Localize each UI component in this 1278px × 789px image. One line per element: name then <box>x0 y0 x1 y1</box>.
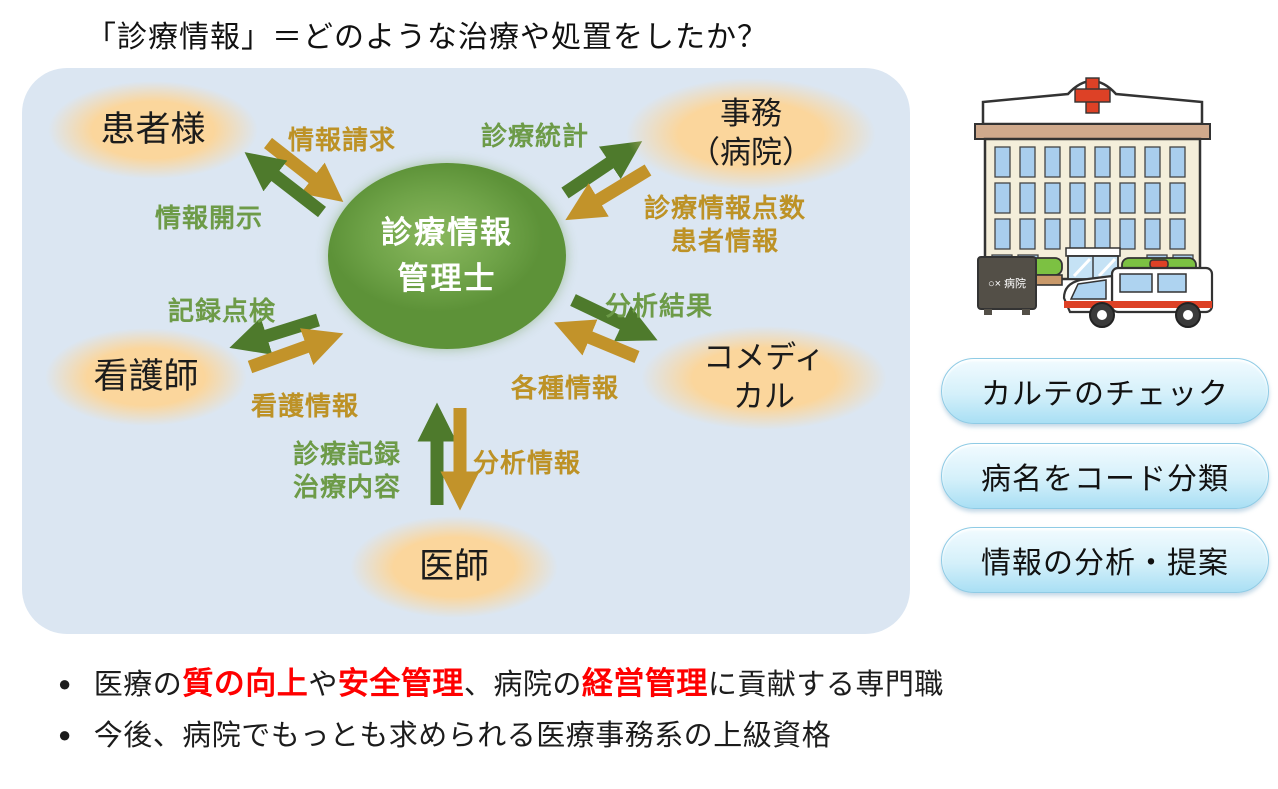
hospital-sign-text: ○× 病院 <box>988 276 1026 290</box>
bullet-1-seg6-red: 経営管理 <box>581 666 708 701</box>
bullet-2: ● 今後、病院でもっとも求められる医療事務系の上級資格 <box>58 712 831 754</box>
arrow-disclosure-green <box>244 152 326 218</box>
flow-label-disclosure: 情報開示 <box>155 203 264 233</box>
arrow-points-gold <box>565 164 652 221</box>
flow-label-analysis-info: 分析情報 <box>473 448 582 478</box>
center-role-line1: 診療情報 <box>381 214 513 250</box>
node-nurse: 看護師 <box>45 328 247 426</box>
flow-label-various: 各種情報 <box>511 373 620 403</box>
flow-arrows <box>229 137 658 511</box>
bullet-1-text: 医療の質の向上や安全管理、病院の経営管理に貢献する専門職 <box>94 658 944 703</box>
arrow-request-gold <box>263 137 344 203</box>
flow-label-stats: 診療統計 <box>481 121 590 151</box>
node-comedical-label-line2: カル <box>733 379 795 414</box>
node-patient: 患者様 <box>48 81 258 179</box>
task-pill-analyze-propose: 情報の分析・提案 <box>941 527 1269 593</box>
bullet-1-seg7: に貢献する専門職 <box>707 669 944 701</box>
flow-label-record-check: 記録点検 <box>168 296 277 326</box>
flow-label-record-block: 診療記録 治療内容 <box>293 438 401 505</box>
arrow-analysis-result-green <box>570 294 658 342</box>
node-doctor-label: 医師 <box>418 547 489 587</box>
bullet-1-seg4-red: 安全管理 <box>337 666 464 701</box>
node-nurse-label: 看護師 <box>93 357 199 397</box>
flow-label-points-block: 診療情報点数 患者情報 <box>620 192 830 259</box>
flow-label-analysis-result: 分析結果 <box>605 291 714 321</box>
flow-label-request: 情報請求 <box>288 125 397 155</box>
node-office-label-line2: （病院） <box>689 135 813 170</box>
arrow-nursing-gold <box>247 328 344 374</box>
red-cross-icon <box>1074 77 1111 114</box>
arrow-various-gold <box>553 319 640 364</box>
node-office-label-line1: 事務 <box>720 96 782 132</box>
hospital-cornice <box>974 123 1211 140</box>
arrow-record-check-green <box>229 313 320 355</box>
flow-label-patient-info: 患者情報 <box>670 226 779 257</box>
flow-label-points: 診療情報点数 <box>643 193 806 223</box>
bullet-1: ● 医療の質の向上や安全管理、病院の経営管理に貢献する専門職 <box>58 658 944 703</box>
center-role-circle: 診療情報 管理士 <box>328 163 566 349</box>
node-comedical-label-line1: コメディ <box>703 340 825 376</box>
hospital-sign: ○× 病院 <box>977 256 1037 315</box>
node-comedical: コメディ カル <box>641 326 887 430</box>
center-role-line2: 管理士 <box>397 261 497 296</box>
flow-label-treatment: 治療内容 <box>293 472 402 503</box>
bullet-marker: ● <box>58 671 72 696</box>
bullet-1-seg5: 、病院の <box>463 669 582 701</box>
ambulance-stripe <box>1064 301 1212 308</box>
bullet-2-text: 今後、病院でもっとも求められる医療事務系の上級資格 <box>93 720 832 752</box>
node-patient-label: 患者様 <box>100 110 206 150</box>
bullet-1-seg1: 医療の <box>93 669 183 701</box>
ambulance-windshield <box>1069 279 1107 300</box>
bullet-1-seg3: や <box>308 669 338 701</box>
ambulance-beacon <box>1149 259 1169 269</box>
task-pill-chart-check: カルテのチェック <box>941 358 1269 424</box>
flow-label-record: 診療記録 <box>293 439 402 469</box>
bullet-1-seg2-red: 質の向上 <box>182 666 309 701</box>
bullet-marker: ● <box>58 722 72 747</box>
node-doctor: 医師 <box>350 516 558 618</box>
node-office: 事務 （病院） <box>626 78 876 190</box>
diagram-panel: 患者様 事務 （病院） 看護師 コメディ カル 医師 診療情報 管理士 情報請求… <box>22 68 910 634</box>
flow-label-nursing: 看護情報 <box>251 391 360 421</box>
page-title: 「診療情報」＝どのような治療や処置をしたか？ <box>86 21 768 54</box>
entrance-sign-strip <box>1065 247 1121 257</box>
ambulance <box>1062 259 1214 328</box>
hospital-illustration: ○× 病院 <box>974 77 1214 328</box>
task-pill-code-classify: 病名をコード分類 <box>941 443 1269 509</box>
